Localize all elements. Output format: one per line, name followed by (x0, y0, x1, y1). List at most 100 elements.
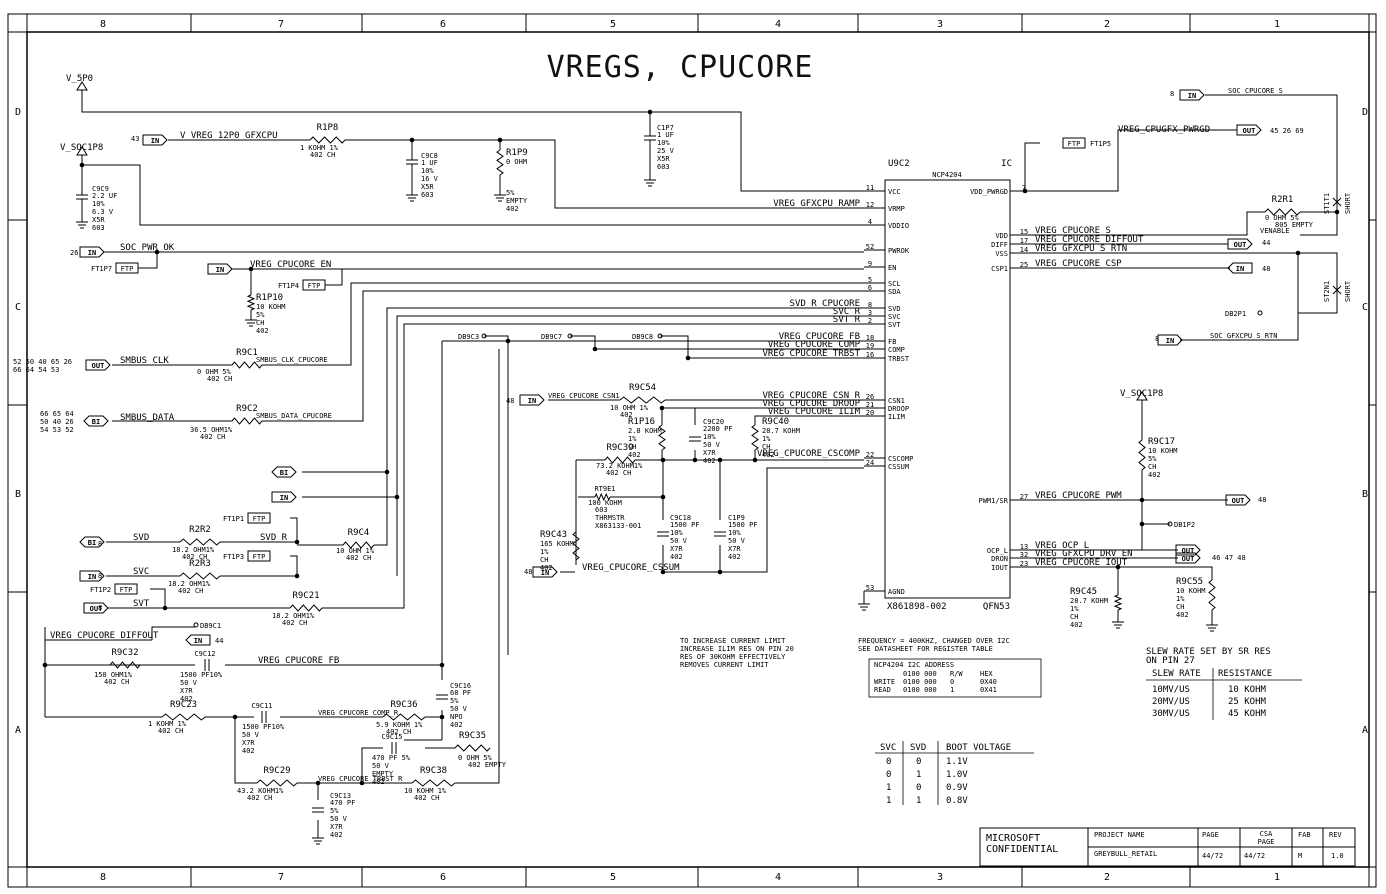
pin-stubs (864, 190, 1030, 592)
port-soc-pwr-ok (79, 246, 105, 258)
val-c9c12: 402 (180, 695, 193, 703)
port-pwrgd (1236, 124, 1262, 136)
val-c9c16: 5% (450, 697, 459, 705)
testpoint-db9c7 (567, 333, 573, 339)
ic-pin-num: 32 (1020, 551, 1028, 559)
ic-pin-net: VREG_CPUCORE_DIFFOUT (1035, 235, 1144, 245)
resistor-r9c55 (1208, 579, 1216, 611)
port-soc-gfxcpu-rtn-label: IN (1166, 337, 1174, 345)
ic-pin-net: VREG_CPUCORE_COMP (768, 340, 861, 350)
ic-pin-name: TRBST (888, 355, 910, 363)
val-c9c20: 50 V (703, 441, 721, 449)
resistor-r2r3 (179, 572, 221, 580)
val-c1p7: 25 V (657, 147, 675, 155)
val-c9c8: 16 V (421, 175, 439, 183)
val-c9c13: 402 (330, 831, 343, 839)
testpoint-db9c1-label: DB9C1 (200, 622, 221, 630)
net-fb: VREG_CPUCORE_FB (258, 656, 339, 666)
net-v12p0-ref: 43 (131, 135, 139, 143)
tb-company: MICROSOFT (986, 833, 1040, 844)
ref-r2r2: R2R2 (189, 525, 211, 535)
ic-pin-num: 6 (868, 284, 872, 292)
val-c1p9: 402 (728, 553, 741, 561)
boot-cell: 0.9V (946, 783, 968, 793)
val-r2r2: 18.2 OHM1% (172, 546, 215, 554)
ic-pin-num: 17 (1020, 237, 1028, 245)
grid-col-bottom: 5 (610, 872, 616, 883)
tb-project: GREYBULL_RETAIL (1094, 850, 1157, 858)
port-smbus-data-label: BI (92, 418, 100, 426)
grid-row-right: A (1362, 725, 1368, 736)
grid-col-bottom: 8 (100, 872, 106, 883)
testpoint-ft1p7-box: FTP (121, 265, 134, 273)
val-r1p10: 402 (256, 327, 269, 335)
val-r9c40: 1% (762, 435, 771, 443)
val-r9c2: 36.5 OHM1% (190, 426, 233, 434)
note-ilim: REMOVES CURRENT LIMIT (680, 661, 769, 669)
net-diffout-in: VREG_CPUCORE_DIFFOUT (50, 631, 159, 641)
spec-r9c32: 402 CH (104, 678, 129, 686)
power-rails: V_5P0 V_SOC1P8 V_SOC1P8 (60, 74, 1163, 401)
val-c9c11: 402 (242, 747, 255, 755)
ref-r9c43: R9C43 (540, 530, 567, 540)
resistor-r9c40 (751, 424, 759, 451)
port-pwm (1225, 494, 1251, 506)
spec-r9c23: 402 CH (158, 727, 183, 735)
smbus-data-refs: 50 40 26 (40, 418, 74, 426)
ref-c1p9: C1P9 (728, 514, 745, 522)
smbus-clk-refs: 66 64 54 53 (13, 366, 59, 374)
ic-pin-name: DRON (991, 555, 1008, 563)
testpoint-ft1p2-box: FTP (120, 586, 133, 594)
ref-r9c36: R9C36 (390, 700, 417, 710)
val-c9c9: 6.3 V (92, 208, 114, 216)
ic-pin-name: PWM1/SR (978, 497, 1008, 505)
slew-res: 25 KOHM (1228, 697, 1267, 707)
ic-pin-num: 7 (1022, 184, 1026, 192)
ic-pin-name: SVC (888, 313, 901, 321)
spec-rt9e1: 603 (595, 506, 608, 514)
val-c9c16: 68 PF (450, 689, 471, 697)
val-r2r3: 18.2 OHM1% (168, 580, 211, 588)
ic-pin-num: 16 (866, 351, 874, 359)
ic-pin-num: 5 (868, 276, 872, 284)
boot-cell: 1 (916, 796, 921, 806)
val-r1p16: 2.8 KOHM (628, 427, 662, 435)
val-c9c16: 50 V (450, 705, 468, 713)
ic-pin-num: 26 (866, 393, 874, 401)
val-r9c45: 28.7 KOHM (1070, 597, 1108, 605)
net-trbst-r: VREG_CPUCORE_TRBST_R (318, 775, 403, 783)
note-freq: FREQUENCY = 400KHZ, CHANGED OVER I2C (858, 637, 1010, 645)
val-r9c4: 10 OHM 1% (336, 547, 375, 555)
ic-pin-name: PWROK (888, 247, 910, 255)
port-en (207, 263, 233, 275)
grid-row-left: D (15, 107, 21, 118)
tb-csa-label: PAGE (1258, 838, 1275, 846)
port-soc-cpucore-s-label: IN (1188, 92, 1196, 100)
val-c9c20: X7R (703, 449, 716, 457)
val-r9c1: 0 OHM 5% (197, 368, 232, 376)
rail-vsoc-left: V_SOC1P8 (60, 143, 103, 153)
ref-r1p8: R1P8 (317, 123, 339, 133)
ref-c9c20: C9C20 (703, 418, 724, 426)
slew-table-title: ON PIN 27 (1146, 656, 1195, 666)
port-in-label: IN (280, 494, 288, 502)
boot-cell: 1 (886, 796, 891, 806)
resistor-r9c29 (256, 779, 298, 787)
testpoint-db1p2 (1167, 521, 1173, 527)
ic-pin-name: VDD_PWRGD (970, 188, 1008, 196)
val-r9c39: 73.2 KOHM1% (596, 462, 643, 470)
slew-rate: 20MV/US (1152, 697, 1190, 707)
port-en-label: IN (216, 266, 224, 274)
ic-pin-num: 2 (868, 317, 872, 325)
i2c-table-title: NCP4204 I2C ADDRESS (874, 661, 954, 669)
val-c9c9: 603 (92, 224, 105, 232)
net-en: VREG_CPUCORE_EN (250, 260, 331, 270)
val-c1p9: 1500 PF (728, 521, 758, 529)
port-svc (79, 570, 105, 582)
title-block (979, 827, 1356, 867)
net-smbus-data: SMBUS_DATA (120, 413, 175, 423)
ic-pin-num: 14 (1020, 246, 1028, 254)
boot-cell: 0 (916, 783, 921, 793)
grid-row-right: C (1362, 302, 1368, 313)
